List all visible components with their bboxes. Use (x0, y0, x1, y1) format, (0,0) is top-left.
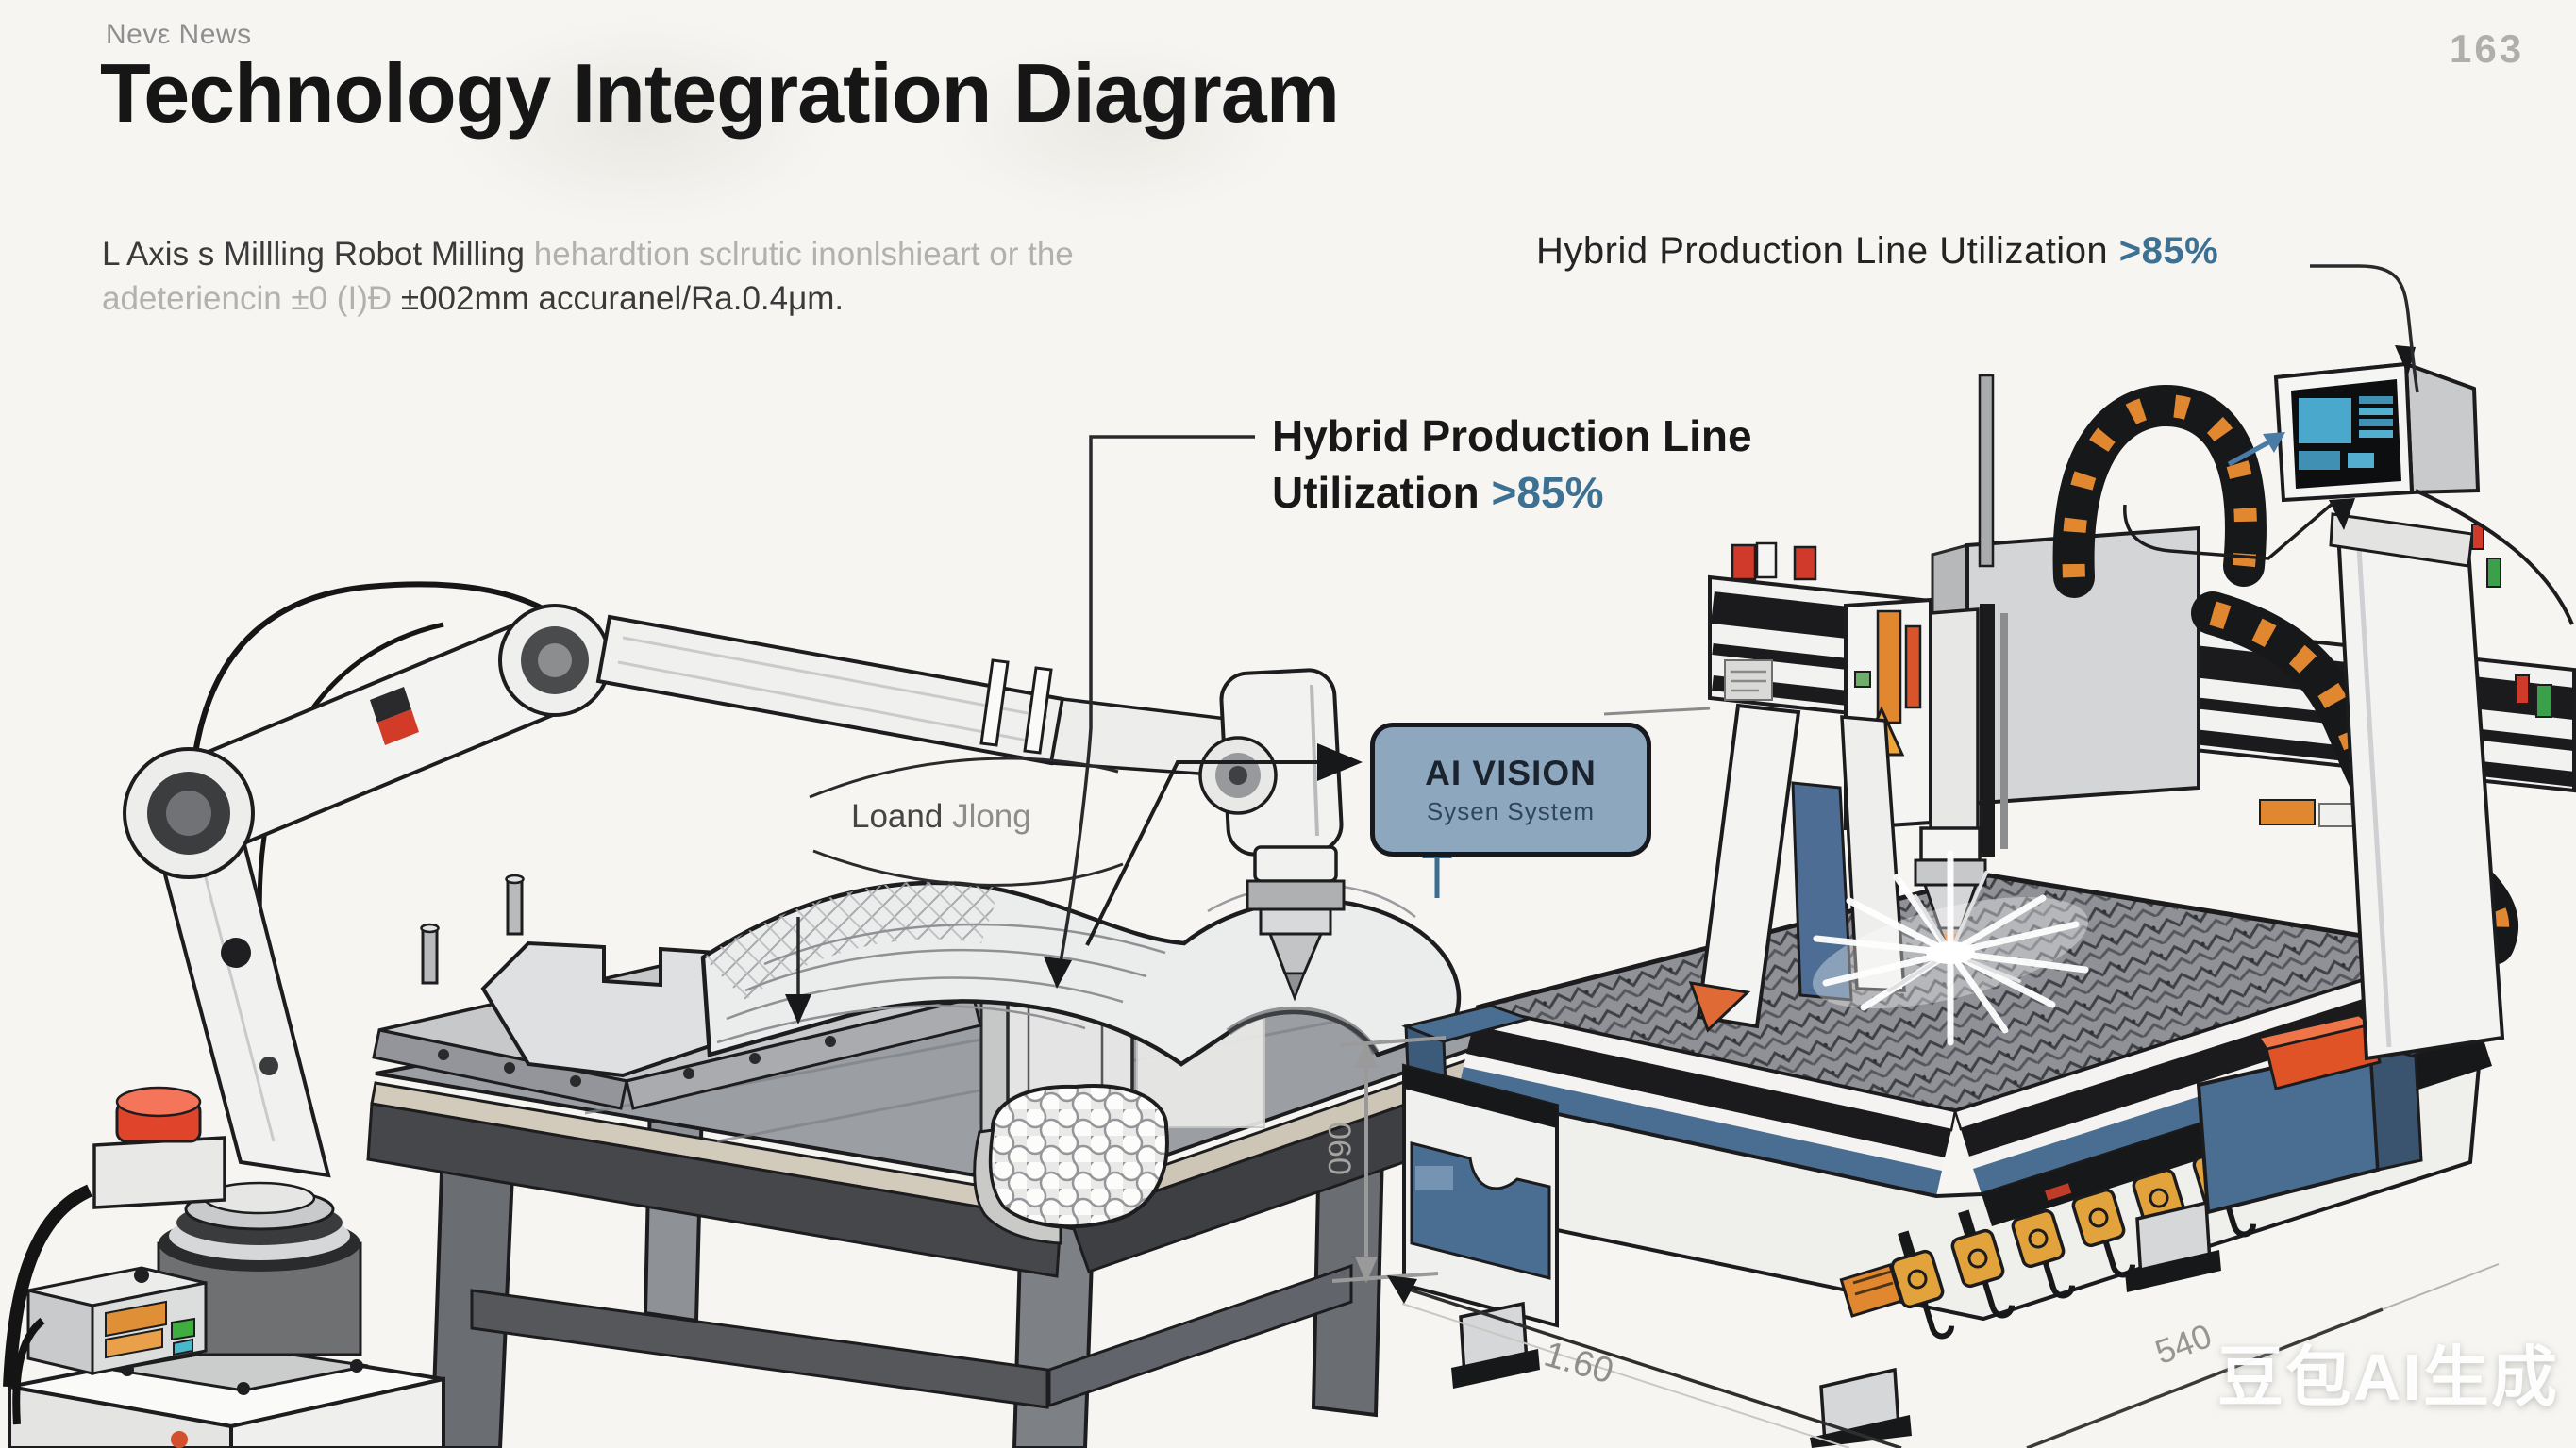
monitor-link-line (2123, 500, 2336, 560)
beam-flag-red (1731, 543, 1757, 581)
callout-line-1: Hybrid Production Line (1272, 411, 1752, 460)
slide-bar-red (1904, 624, 1922, 709)
ai-box-arrowhead (1317, 743, 1363, 781)
monitor-arrowhead (2263, 432, 2285, 453)
control-pendant (26, 1266, 208, 1375)
utilization-callout: Hybrid Production Line Utilization >85% (1272, 408, 1752, 521)
subtitle-line-2: adeteriencin ±0 (I)Ð ±002mm accuranel/Ra… (102, 276, 1074, 321)
callout-connectors (785, 264, 2419, 1024)
bed-left-endcap (1401, 1004, 1559, 1389)
monitor-antenna (2395, 345, 2416, 375)
subtitle: L Axis s Millling Robot Milling hehardti… (102, 232, 1074, 321)
page-title: Technology Integration Diagram (100, 46, 1340, 140)
utilization-leader-line (2310, 264, 2419, 393)
load-label-light: Jlong (952, 798, 1031, 835)
subtitle-light-text: hehardtion sclrutic inonlshieart or the (533, 236, 1074, 273)
monitor-link-line (2415, 489, 2574, 625)
brand-text: Nevε News (106, 19, 252, 50)
depth-dimension-line (2026, 1307, 2384, 1448)
page-number: 163 (2450, 26, 2525, 71)
monitor-screen (2299, 398, 2351, 443)
callout-line-2: Utilization >85% (1272, 464, 1752, 521)
subtitle-light-text: adeteriencin ±0 (I)Ð (102, 280, 401, 317)
load-label-dark: Loand (851, 798, 953, 835)
robot-spindle (1246, 845, 1346, 1002)
spark-burst (1812, 850, 2089, 1046)
base-cable (12, 1317, 45, 1425)
callout-value: >85% (1491, 468, 1604, 517)
robot-base (3, 1086, 445, 1448)
height-dimension-label: 090 (1322, 1122, 1359, 1175)
utilization-value: >85% (2118, 230, 2219, 272)
warning-label (2259, 799, 2316, 825)
leg-foot-orange (1688, 981, 1751, 1033)
ai-box-arrow-line (1085, 760, 1317, 946)
ai-watermark: 豆包AI生成 (2217, 1340, 2559, 1414)
leader-arrowhead-down (1044, 957, 1072, 989)
background-blob (443, 19, 840, 226)
dimension-lines (1331, 1036, 2500, 1448)
base-cable (3, 1184, 93, 1388)
load-bracket-upper (809, 757, 1119, 799)
control-monitor (2123, 345, 2574, 625)
ai-vision-title: AI VISION (1425, 753, 1597, 792)
background-blob (934, 38, 1293, 217)
gantry-right-column (2329, 512, 2505, 1061)
ai-vision-subtitle: Sysen System (1426, 796, 1596, 825)
ai-vision-box: AI VISION Sysen System (1370, 723, 1651, 857)
subtitle-dark-text: L Axis s Millling Robot Milling (102, 236, 534, 273)
gantry-left-legs (1688, 703, 1906, 1033)
width-dimension-line (1394, 1283, 1902, 1448)
emergency-stop-button (92, 1086, 226, 1209)
slide-bar-orange (1876, 609, 1902, 724)
column-foot-block (2196, 1013, 2423, 1215)
utilization-label-top: Hybrid Production Line Utilization >85% (1536, 230, 2218, 273)
machine-foot (1810, 1200, 2221, 1448)
load-arrowhead (785, 994, 811, 1024)
callout-text: Utilization (1272, 468, 1492, 517)
honeycomb-block (973, 1084, 1169, 1245)
load-label: Loand Jlong (851, 798, 1031, 836)
utilization-label-text: Hybrid Production Line Utilization (1536, 230, 2119, 272)
callout-leader-line (1059, 435, 1255, 963)
beam-flag-red (1793, 545, 1817, 581)
load-bracket-lower (812, 849, 1124, 887)
monitor-arrow-line (2227, 439, 2272, 467)
beam-flag-white (1755, 541, 1778, 579)
subtitle-dark-text: ±002mm accuranel/Ra.0.4μm. (400, 280, 845, 317)
subtitle-line-1: L Axis s Millling Robot Milling hehardti… (102, 232, 1074, 276)
antenna-rod (1978, 374, 1995, 568)
